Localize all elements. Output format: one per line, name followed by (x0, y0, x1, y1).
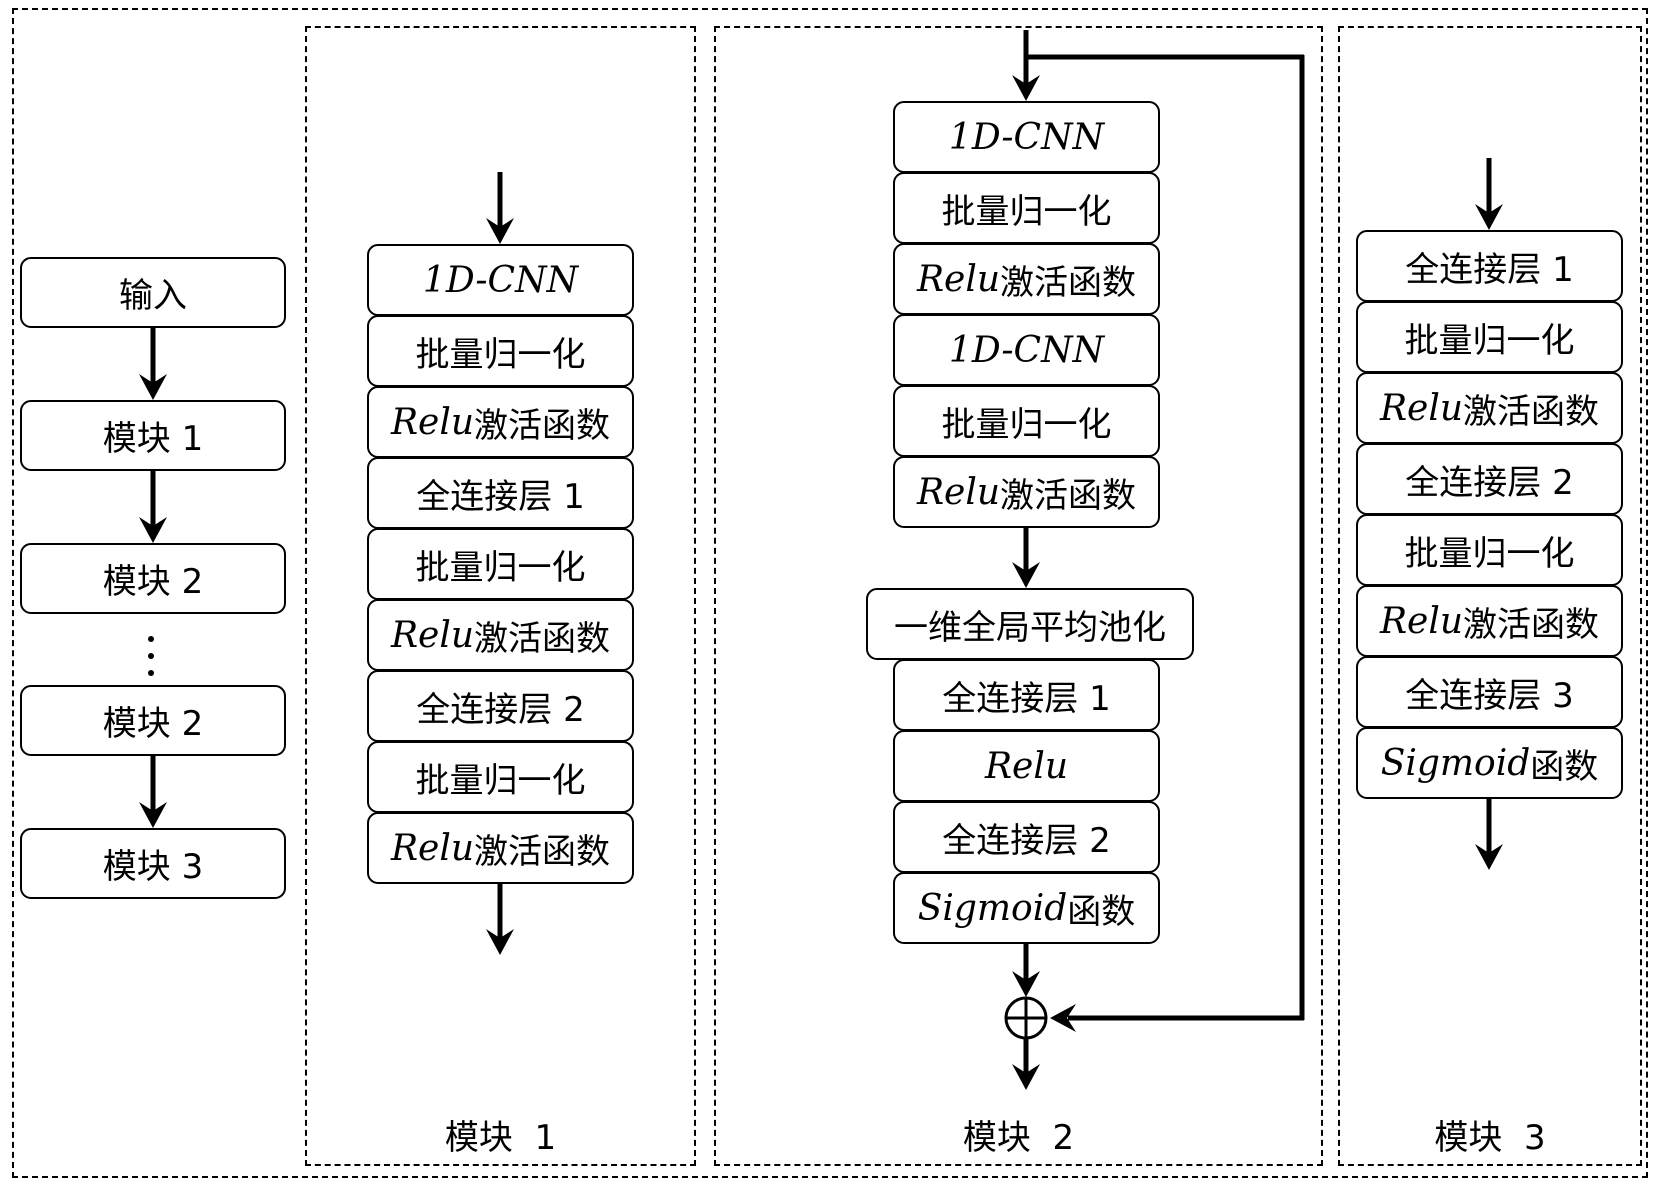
module2-conv-layer: 批量归一化 (893, 385, 1160, 457)
layer-label: 一维全局平均池化 (894, 607, 1166, 648)
layer-label: 全连接层 2 (416, 689, 585, 730)
module2-conv-layer: 1D-CNN (893, 314, 1160, 386)
module1-layer: 批量归一化 (367, 741, 634, 813)
module3-layer: 全连接层 3 (1356, 656, 1623, 728)
module2-attention-layer: Relu (893, 730, 1160, 802)
layer-label: 激活函数 (1463, 604, 1600, 645)
module2-conv-layer: 1D-CNN (893, 101, 1160, 173)
diagram-frame (12, 8, 1648, 1178)
module1-layer: 全连接层 2 (367, 670, 634, 742)
layer-label: 批量归一化 (415, 760, 586, 801)
layer-label: 批量归一化 (1404, 320, 1575, 361)
block-label: 模块 2 (102, 704, 204, 744)
module1-layer: 全连接层 1 (367, 457, 634, 529)
layer-label: 函数 (1067, 891, 1136, 932)
module2-title: 模块 2 (962, 1118, 1075, 1158)
module1-layer: 批量归一化 (367, 528, 634, 600)
math-label: Relu (390, 614, 475, 656)
overview-block: 模块 2 (20, 543, 286, 614)
math-label: Relu (390, 401, 475, 443)
layer-label: 全连接层 2 (942, 820, 1111, 861)
module3-title: 模块 3 (1434, 1118, 1546, 1158)
layer-label: 激活函数 (474, 405, 611, 446)
block-label: 模块 1 (102, 419, 204, 459)
layer-label: 批量归一化 (415, 547, 586, 588)
module2-panel (714, 26, 1323, 1166)
layer-label: 全连接层 2 (1405, 462, 1574, 503)
math-label: Relu (1379, 600, 1464, 642)
math-label: 1D-CNN (422, 259, 579, 301)
math-label: Relu (1379, 387, 1464, 429)
module1-title: 模块 1 (444, 1118, 557, 1158)
math-label: Sigmoid (917, 887, 1068, 929)
block-label: 模块 3 (102, 847, 204, 887)
ellipsis-dots (148, 636, 156, 687)
layer-label: 批量归一化 (415, 334, 586, 375)
layer-label: 全连接层 1 (942, 678, 1111, 719)
block-label: 模块 2 (102, 562, 204, 602)
overview-block: 输入 (20, 257, 286, 328)
overview-block: 模块 2 (20, 685, 286, 756)
module1-layer: 批量归一化 (367, 315, 634, 387)
math-label: Relu (916, 258, 1001, 300)
module3-layer: 全连接层 2 (1356, 443, 1623, 515)
math-label: Relu (916, 471, 1001, 513)
layer-label: 激活函数 (1000, 262, 1137, 303)
layer-label: 批量归一化 (941, 191, 1112, 232)
module2-conv-layer: 批量归一化 (893, 172, 1160, 244)
module3-layer: 批量归一化 (1356, 514, 1623, 586)
module1-panel (305, 26, 696, 1166)
module3-panel (1338, 26, 1642, 1166)
module2-attention-layer: 全连接层 1 (893, 659, 1160, 731)
math-label: Sigmoid (1380, 742, 1531, 784)
module3-layer: 批量归一化 (1356, 301, 1623, 373)
layer-label: 函数 (1530, 746, 1599, 787)
layer-label: 批量归一化 (941, 404, 1112, 445)
module3-layer: 全连接层 1 (1356, 230, 1623, 302)
layer-label: 激活函数 (1463, 391, 1600, 432)
layer-label: 全连接层 1 (1405, 249, 1574, 290)
overview-block: 模块 1 (20, 400, 286, 471)
layer-label: 激活函数 (474, 618, 611, 659)
math-label: Relu (390, 827, 475, 869)
math-label: Relu (984, 745, 1069, 787)
layer-label: 全连接层 1 (416, 476, 585, 517)
layer-label: 激活函数 (1000, 475, 1137, 516)
layer-label: 全连接层 3 (1405, 675, 1574, 716)
layer-label: 激活函数 (474, 831, 611, 872)
block-label: 输入 (119, 276, 187, 316)
math-label: 1D-CNN (948, 329, 1105, 371)
math-label: 1D-CNN (948, 116, 1105, 158)
module2-attention-layer: 全连接层 2 (893, 801, 1160, 873)
module2-pooling-layer: 一维全局平均池化 (866, 588, 1194, 660)
layer-label: 批量归一化 (1404, 533, 1575, 574)
module1-layer: 1D-CNN (367, 244, 634, 316)
overview-block: 模块 3 (20, 828, 286, 899)
